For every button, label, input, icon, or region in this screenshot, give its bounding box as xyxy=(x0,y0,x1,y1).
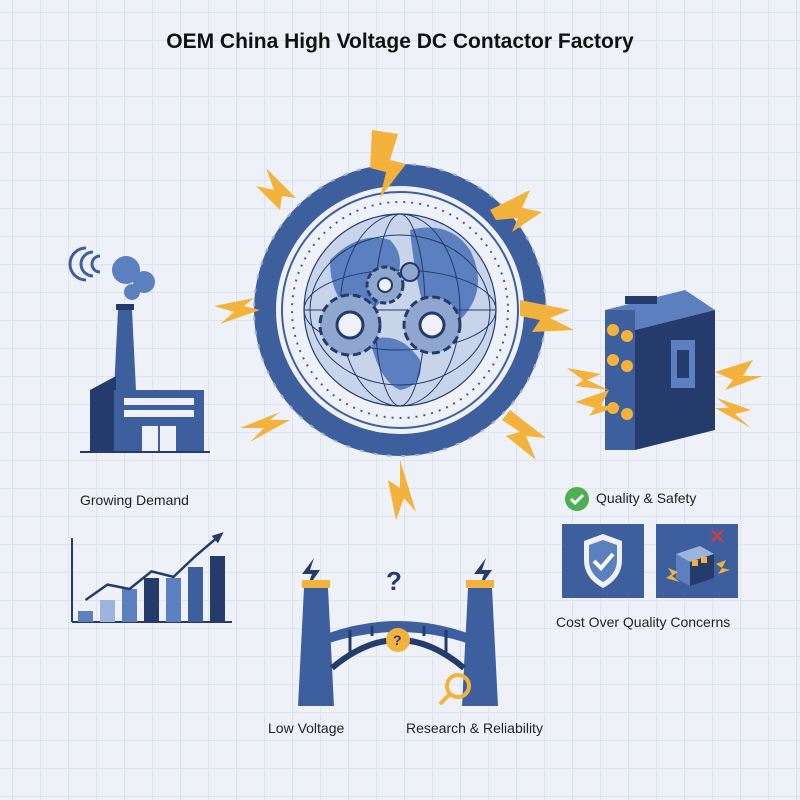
factory-icon xyxy=(68,246,210,453)
shield-check-icon xyxy=(562,524,644,598)
question-mark-icon: ? xyxy=(386,566,402,596)
chart-bar xyxy=(122,589,137,622)
research-reliability-label: Research & Reliability xyxy=(406,720,543,736)
bridge-icon xyxy=(298,558,498,706)
failed-device-icon xyxy=(656,524,738,598)
chart-trend-line xyxy=(84,536,219,602)
globe-gears-icon xyxy=(214,130,574,520)
contactor-device-icon xyxy=(567,290,763,450)
page-title: OEM China High Voltage DC Contactor Fact… xyxy=(166,30,634,53)
chart-bar xyxy=(210,556,225,622)
chart-bar xyxy=(78,611,93,622)
chart-bar xyxy=(100,600,115,622)
low-voltage-label: Low Voltage xyxy=(268,720,345,736)
chart-trend-arrowhead xyxy=(211,532,224,544)
chart-bar xyxy=(166,578,181,622)
chart-bar xyxy=(188,567,203,622)
check-icon xyxy=(565,487,589,511)
cost-quality-label: Cost Over Quality Concerns xyxy=(556,614,731,630)
bridge-question-icon: ? xyxy=(393,632,402,648)
cross-icon: ✕ xyxy=(708,524,727,549)
chart-bar xyxy=(144,578,159,622)
quality-safety-label: Quality & Safety xyxy=(596,490,697,506)
growing-demand-label: Growing Demand xyxy=(80,492,189,508)
growth-chart xyxy=(71,532,232,623)
